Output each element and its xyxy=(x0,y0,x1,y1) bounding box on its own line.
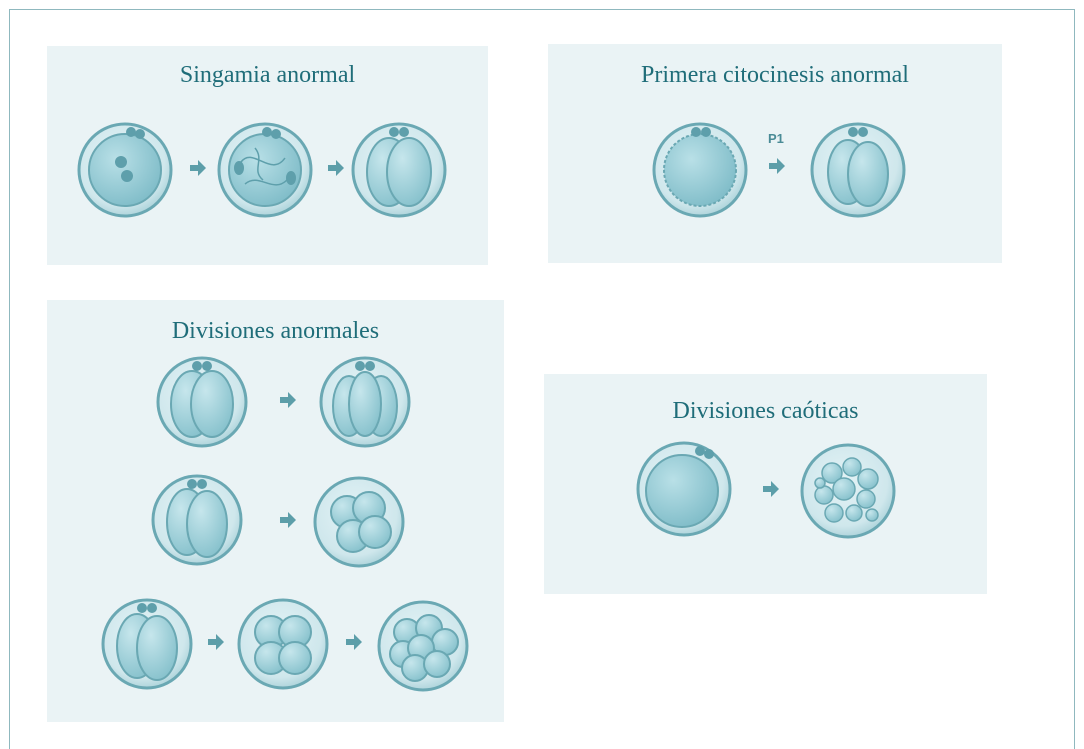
two-cell-embryo xyxy=(158,358,246,446)
multi-cell-embryo xyxy=(315,478,403,566)
zygote-embryo xyxy=(79,124,171,216)
arrow-icon xyxy=(346,634,362,650)
divisions-diagram xyxy=(47,300,504,722)
arrow-icon xyxy=(280,512,296,528)
zygote-embryo xyxy=(638,443,730,535)
arrow-icon xyxy=(769,158,785,174)
syngamy-diagram xyxy=(47,46,488,265)
ruffled-zygote xyxy=(654,124,746,216)
multi-cell-embryo xyxy=(379,602,467,690)
panel-abnormal-first-cytokinesis: Primera citocinesis anormal P1 xyxy=(548,44,1002,263)
two-cell-embryo xyxy=(353,124,445,216)
two-cell-embryo xyxy=(103,600,191,688)
panel-abnormal-syngamy: Singamia anormal xyxy=(47,46,488,265)
irregular-embryo xyxy=(219,124,311,216)
arrow-icon xyxy=(280,392,296,408)
chaotic-diagram xyxy=(544,374,987,594)
arrow-icon xyxy=(208,634,224,650)
panel-chaotic-divisions: Divisiones caóticas xyxy=(544,374,987,594)
panel-abnormal-divisions: Divisiones anormales xyxy=(47,300,504,722)
two-cell-embryo xyxy=(812,124,904,216)
arrow-icon xyxy=(763,481,779,497)
fragmented-embryo xyxy=(802,445,894,537)
arrow-icon xyxy=(190,160,206,176)
cytokinesis-diagram: P1 xyxy=(548,44,1002,263)
two-cell-embryo xyxy=(153,476,241,564)
arrow-icon xyxy=(328,160,344,176)
four-cell-embryo xyxy=(239,600,327,688)
stage-label-p1: P1 xyxy=(768,131,784,146)
three-cell-embryo xyxy=(321,358,409,446)
